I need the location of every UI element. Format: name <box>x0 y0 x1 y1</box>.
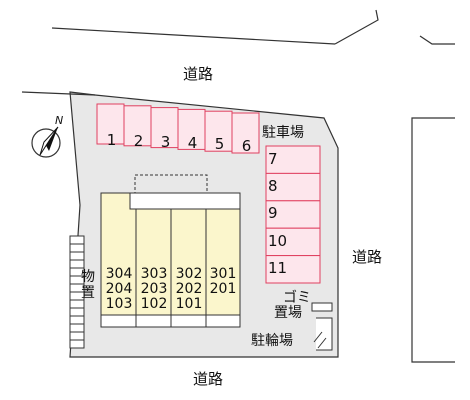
parking-space-3: 3 <box>160 133 171 151</box>
unit-303: 303 <box>140 266 168 282</box>
road-edge-north-right <box>419 35 455 45</box>
road-edge-north-bend <box>334 9 379 45</box>
unit-column-2: 303 203 102 <box>137 267 171 312</box>
unit-column-4: 301 201 <box>206 267 240 297</box>
unit-204: 204 <box>105 281 133 297</box>
unit-101: 101 <box>175 296 203 312</box>
parking-stall-11 <box>265 255 321 284</box>
unit-column-1: 304 204 103 <box>102 267 136 312</box>
unit-203: 203 <box>140 281 168 297</box>
unit-102: 102 <box>140 296 168 312</box>
lot-north-edge <box>21 91 96 96</box>
garbage-label-line1: ゴミ <box>283 290 311 306</box>
north-arrow-icon <box>31 126 61 158</box>
parking-space-10: 10 <box>268 232 288 250</box>
unit-column-3: 302 202 101 <box>172 267 206 312</box>
road-label-north: 道路 <box>183 65 214 83</box>
building <box>100 174 241 328</box>
parking-label: 駐車場 <box>262 125 304 141</box>
parking-stall-3 <box>150 107 179 149</box>
bicycle-rack-icon <box>313 331 327 349</box>
road-edge-east <box>411 117 455 363</box>
unit-202: 202 <box>175 281 203 297</box>
unit-302: 302 <box>175 266 203 282</box>
garbage-bin <box>311 302 333 312</box>
garbage-label-line2: 置場 <box>274 305 302 321</box>
parking-space-1: 1 <box>106 131 117 149</box>
parking-stall-8 <box>265 172 321 202</box>
road-label-south: 道路 <box>193 370 224 388</box>
unit-301: 301 <box>209 266 237 282</box>
unit-201: 201 <box>209 281 237 297</box>
bicycle-label: 駐輪場 <box>251 333 293 349</box>
building-roof-edge-front <box>129 192 241 210</box>
parking-stall-7 <box>265 145 321 174</box>
bicycle-shelter <box>316 317 333 351</box>
road-label-east: 道路 <box>352 248 383 266</box>
parking-stall-10 <box>265 227 321 257</box>
parking-stall-2 <box>123 105 152 147</box>
parking-space-7: 7 <box>268 150 278 168</box>
parking-stall-4 <box>177 108 206 150</box>
unit-103: 103 <box>105 296 133 312</box>
parking-column-right <box>265 145 321 284</box>
parking-space-8: 8 <box>268 177 278 195</box>
storage-shed <box>69 235 85 349</box>
parking-stall-5 <box>204 110 233 152</box>
road-edge-north <box>51 27 336 45</box>
parking-space-9: 9 <box>268 204 278 222</box>
parking-stall-6 <box>231 112 260 154</box>
north-mark: N <box>55 114 64 127</box>
parking-space-4: 4 <box>187 134 198 152</box>
parking-space-5: 5 <box>214 135 225 153</box>
parking-stall-9 <box>265 200 321 229</box>
parking-row-top <box>96 103 260 154</box>
storage-label: 物置 <box>81 269 95 301</box>
parking-space-6: 6 <box>241 137 252 155</box>
unit-304: 304 <box>105 266 133 282</box>
parking-space-11: 11 <box>268 259 288 277</box>
parking-space-2: 2 <box>133 132 144 150</box>
